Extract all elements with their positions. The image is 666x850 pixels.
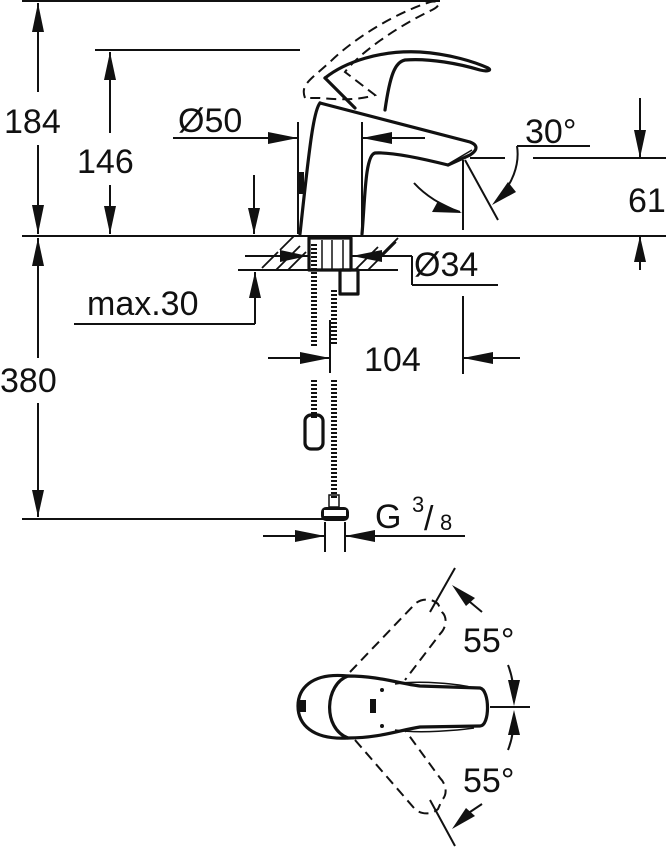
label-angle-30: 30° [525, 113, 576, 151]
label-thread-denominator: 8 [440, 510, 452, 535]
dimension-angle-55: 55° 55° [452, 585, 520, 829]
label-380: 380 [0, 362, 57, 400]
label-diameter-34: Ø34 [414, 246, 478, 284]
faucet-top-view [296, 567, 530, 847]
dimension-diameter-34: Ø34 [245, 246, 498, 286]
label-thread-g: G [375, 498, 401, 536]
label-diameter-50: Ø50 [178, 102, 242, 140]
dimension-104: 104 [268, 296, 520, 379]
label-184: 184 [4, 103, 61, 141]
dimension-angle-30: 30° [413, 113, 590, 213]
dimension-61: 61 [628, 98, 666, 270]
dimension-184: 184 [4, 3, 61, 234]
supply-hoses [303, 244, 349, 521]
label-thread-separator: / [424, 500, 434, 538]
label-angle-55-up: 55° [463, 622, 514, 660]
deck-marker [248, 175, 260, 234]
dimension-thread-g38: G 3 / 8 [263, 492, 465, 552]
countertop-section [261, 235, 399, 296]
label-146: 146 [77, 143, 134, 181]
label-61: 61 [628, 182, 666, 220]
dimension-diameter-50: Ø50 [173, 102, 425, 234]
label-104: 104 [364, 341, 421, 379]
dimension-max-30: max.30 [74, 269, 300, 325]
dimension-146: 146 [77, 52, 134, 234]
reference-lines [22, 0, 666, 520]
label-thread-numerator: 3 [412, 492, 424, 517]
label-max-30: max.30 [87, 285, 199, 323]
label-angle-55-down: 55° [463, 762, 514, 800]
faucet-side-view [298, 0, 499, 236]
dimension-380: 380 [0, 238, 57, 517]
